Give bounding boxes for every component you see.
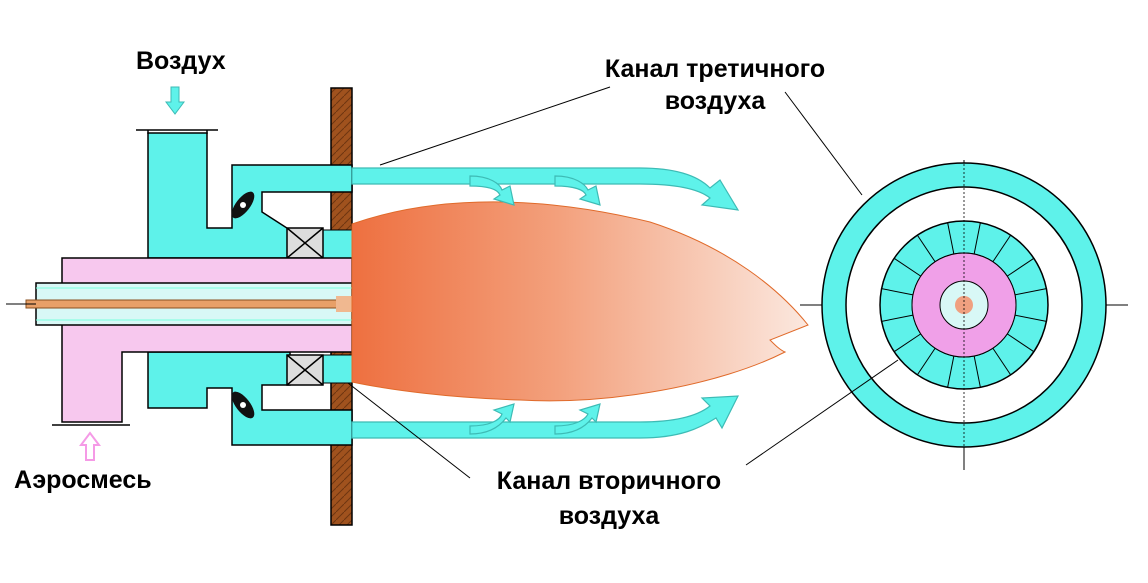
swirler-spoke — [992, 234, 1012, 263]
leader-lines — [347, 86, 899, 479]
swirler-lower — [286, 354, 324, 386]
swirler-spoke — [881, 288, 914, 296]
swirler-spoke — [973, 222, 981, 255]
swirler-spoke — [916, 234, 936, 263]
swirler-upper — [286, 227, 324, 259]
swirler-spoke — [947, 355, 955, 388]
swirler-spoke — [992, 347, 1012, 376]
swirler-spoke — [1006, 333, 1035, 353]
label-tertiary-channel-line1: Канал третичного — [604, 55, 826, 83]
swirler-spoke — [947, 222, 955, 255]
flow-arrow-icon — [351, 395, 739, 439]
label-secondary-channel-line2: воздуха — [558, 502, 660, 530]
swirler-spoke — [881, 314, 914, 322]
flame — [351, 201, 809, 402]
swirler-spoke — [1014, 288, 1047, 296]
aeromix-inlet-arrow-icon — [79, 431, 101, 461]
damper-icon — [231, 391, 255, 419]
swirler-spoke — [1014, 314, 1047, 322]
damper-icon — [231, 191, 255, 219]
swirler-spoke — [893, 333, 922, 353]
air-inlet-arrow-icon — [165, 86, 185, 115]
swirler-spoke — [973, 355, 981, 388]
label-tertiary-channel-line2: воздуха — [664, 87, 766, 115]
cross-section — [800, 160, 1128, 470]
label-air: Воздух — [136, 47, 226, 75]
label-secondary-channel-line1: Канал вторичного — [496, 467, 722, 495]
flow-arrow-icon — [351, 167, 740, 211]
swirler-spoke — [1006, 257, 1035, 277]
label-aeromix: Аэросмесь — [14, 466, 152, 494]
swirler-spoke — [916, 347, 936, 376]
swirler-spoke — [893, 257, 922, 277]
